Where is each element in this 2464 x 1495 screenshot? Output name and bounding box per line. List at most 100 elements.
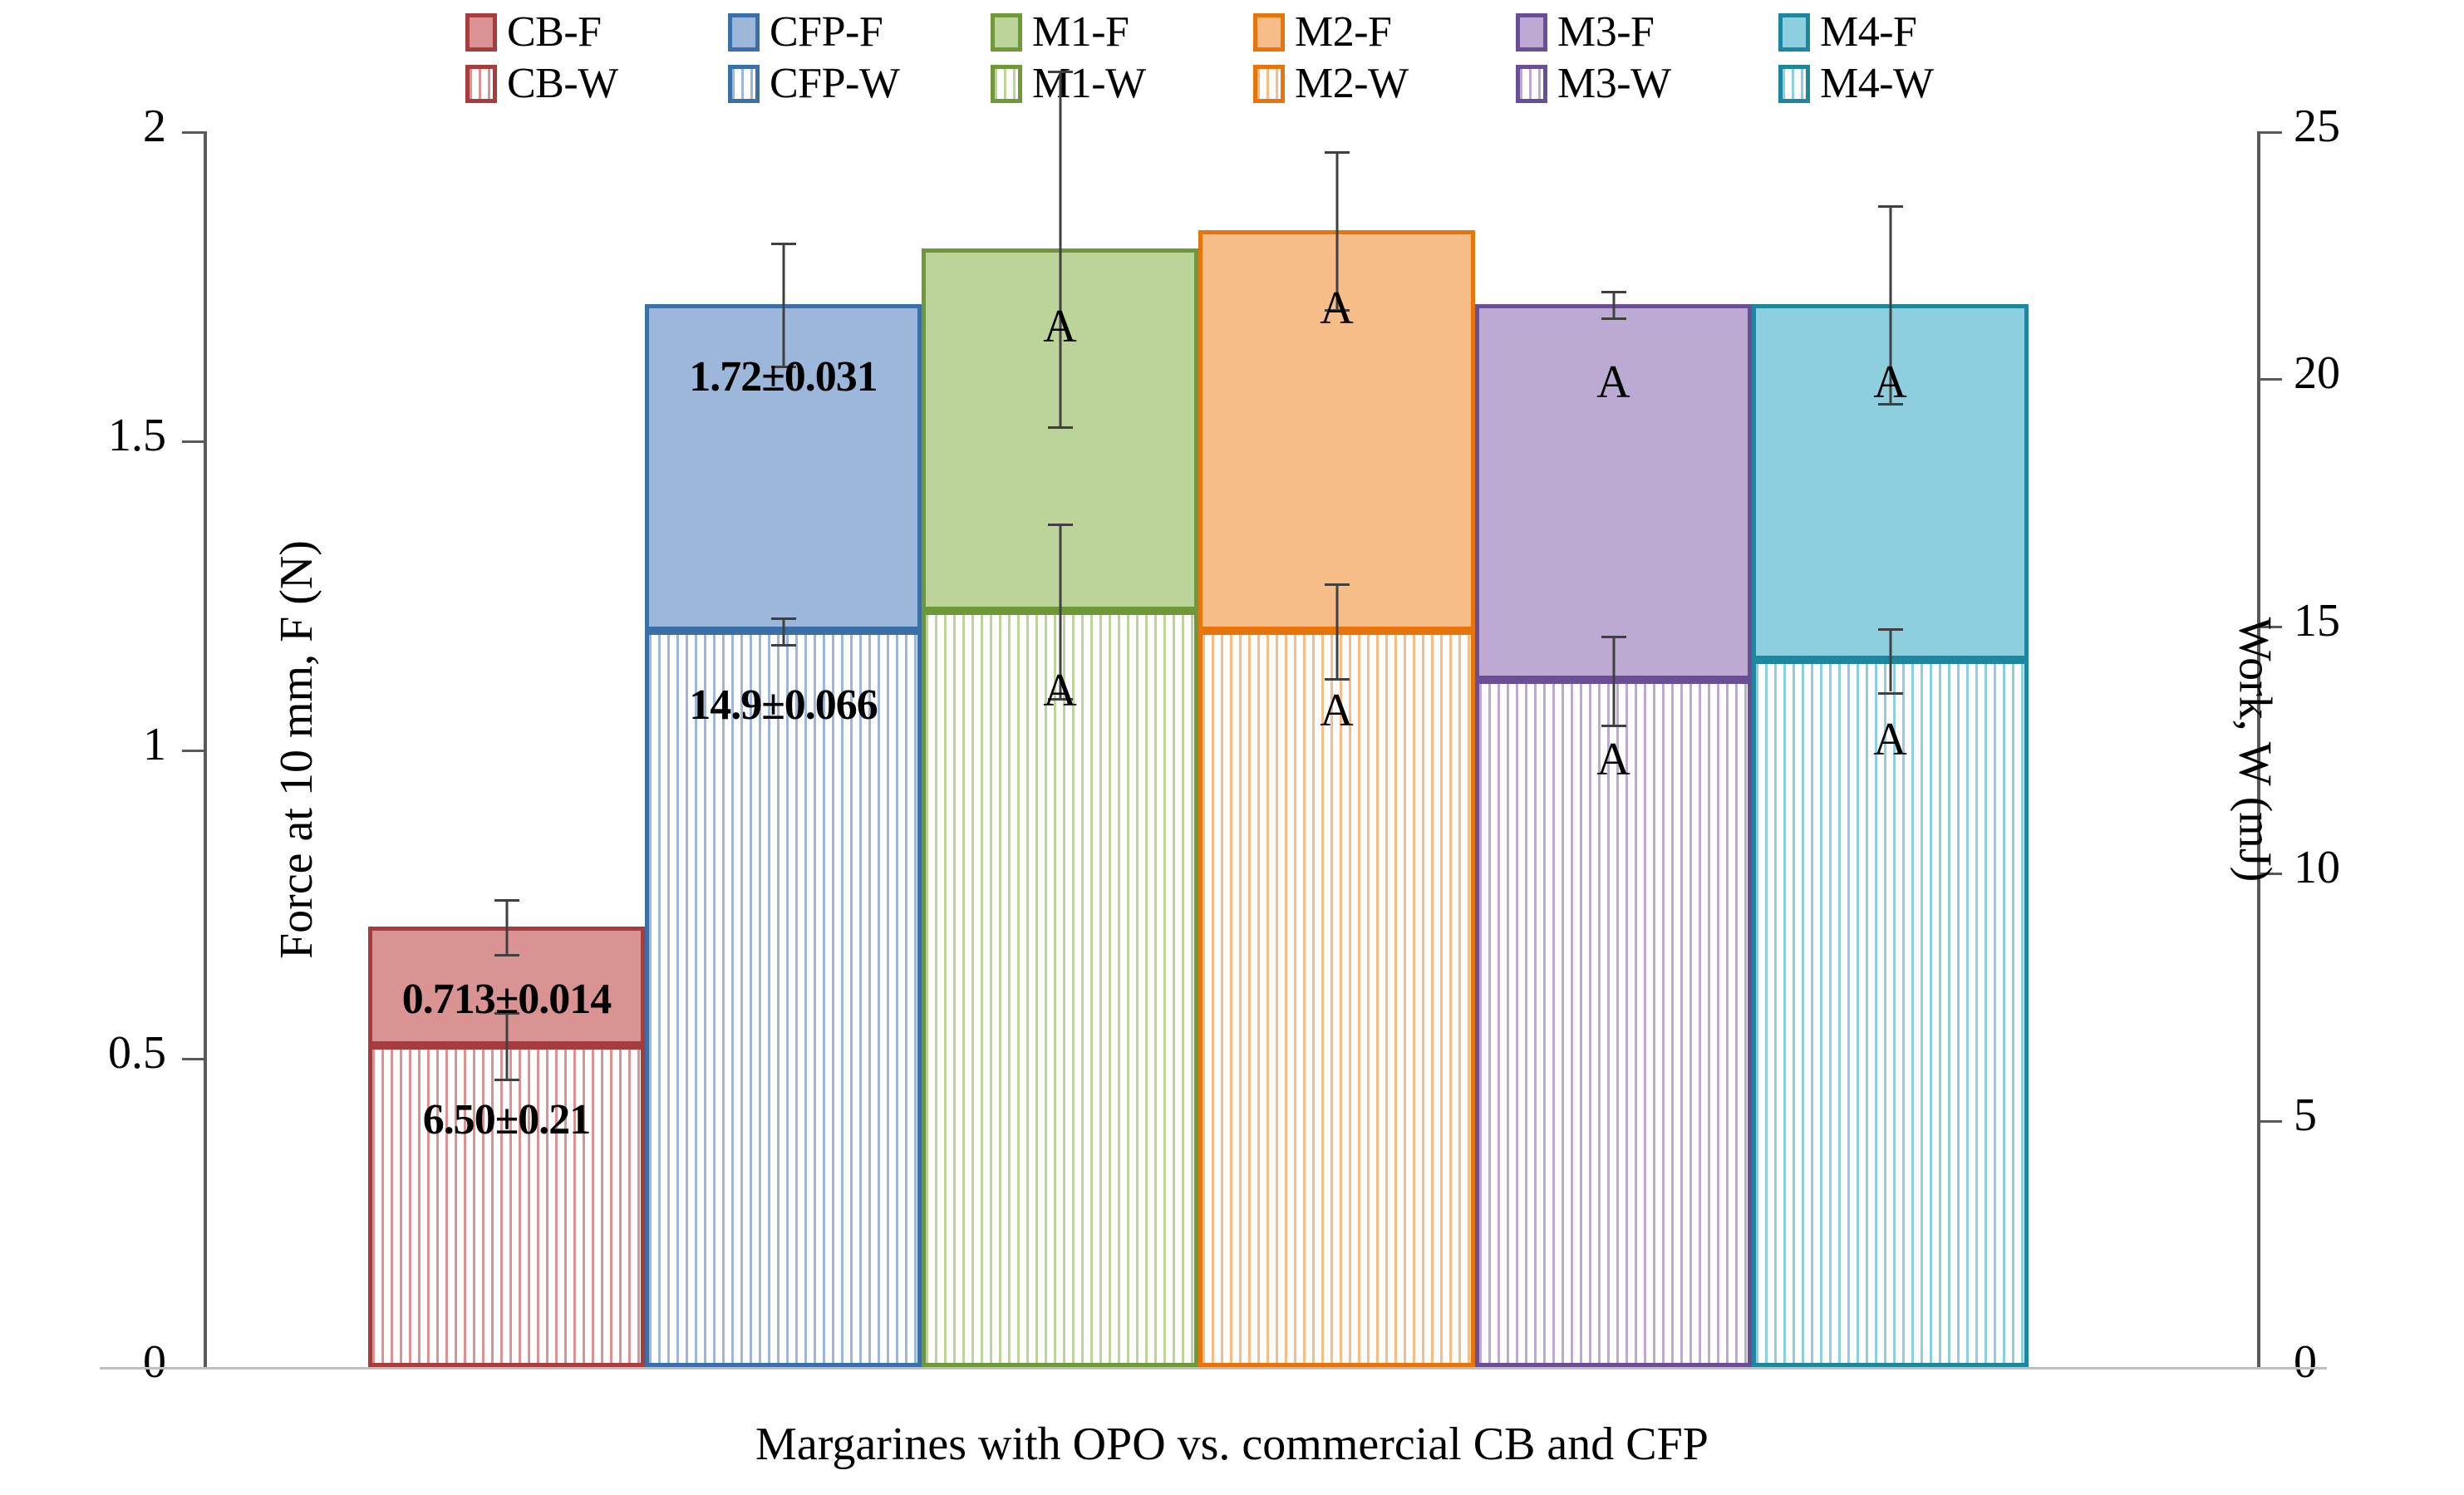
left-axis-tick-label: 1.5 bbox=[108, 409, 166, 461]
legend-item-label: M1-F bbox=[1032, 8, 1129, 56]
legend-swatch-icon bbox=[991, 13, 1022, 52]
legend-item-label: M3-F bbox=[1557, 8, 1655, 56]
left-axis-line bbox=[204, 131, 207, 1367]
legend-swatch-icon bbox=[1516, 13, 1547, 52]
legend-item-cfp-f[interactable]: CFP-F bbox=[728, 11, 991, 54]
error-bar-cap bbox=[494, 898, 519, 902]
bar-cb-w[interactable] bbox=[368, 1045, 645, 1367]
bar-m3-f[interactable] bbox=[1475, 304, 1752, 681]
legend-swatch-icon bbox=[1516, 65, 1547, 103]
legend-item-label: M1-W bbox=[1032, 60, 1146, 107]
left-axis-tick-label: 1 bbox=[143, 718, 166, 770]
bar-m2-w[interactable] bbox=[1198, 630, 1475, 1367]
bar-cfp-w[interactable] bbox=[645, 630, 922, 1367]
error-bar-cap bbox=[770, 617, 796, 620]
significance-label-m4-f: A bbox=[1873, 357, 1907, 409]
legend-swatch-icon bbox=[465, 65, 497, 103]
x-axis-title: Margarines with OPO vs. commercial CB an… bbox=[755, 1419, 1709, 1470]
error-bar bbox=[782, 243, 784, 366]
legend-swatch-icon bbox=[1778, 65, 1810, 103]
chart-legend: CB-F CFP-F M1-F M2-F M3-F M4-F CB-W CFP-W M1-W M… bbox=[465, 7, 2044, 110]
legend-item-m3-w[interactable]: M3-W bbox=[1516, 62, 1778, 106]
bar-value-label-cb-f: 0.713±0.014 bbox=[401, 975, 612, 1023]
legend-item-m1-f[interactable]: M1-F bbox=[991, 11, 1253, 54]
legend-swatch-icon bbox=[465, 13, 497, 52]
error-bar-cap bbox=[770, 643, 796, 647]
error-bar-cap bbox=[770, 243, 796, 246]
legend-item-m2-w[interactable]: M2-W bbox=[1253, 62, 1516, 106]
error-bar-cap bbox=[1324, 583, 1350, 586]
error-bar-cap bbox=[1601, 724, 1626, 727]
legend-item-m2-f[interactable]: M2-F bbox=[1253, 11, 1516, 54]
error-bar-cap bbox=[1324, 150, 1350, 154]
error-bar-cap bbox=[1601, 317, 1626, 321]
right-axis-tick bbox=[2260, 131, 2282, 134]
significance-label-m1-w: A bbox=[1043, 664, 1077, 716]
significance-label-m3-w: A bbox=[1596, 734, 1630, 786]
legend-item-cfp-w[interactable]: CFP-W bbox=[728, 62, 991, 106]
significance-label-m2-w: A bbox=[1320, 684, 1354, 736]
error-bar-cap bbox=[1877, 691, 1903, 695]
bar-value-label-cfp-w: 14.9±0.066 bbox=[689, 681, 878, 729]
legend-swatch-icon bbox=[728, 65, 760, 103]
error-bar-cap bbox=[1324, 309, 1350, 312]
error-bar bbox=[782, 617, 784, 644]
legend-swatch-icon bbox=[728, 13, 760, 52]
left-axis-tick bbox=[182, 1058, 204, 1061]
right-axis-tick-label: 5 bbox=[2294, 1089, 2317, 1141]
legend-item-label: M4-W bbox=[1820, 60, 1934, 107]
error-bar-cap bbox=[494, 1012, 519, 1016]
bar-m4-w[interactable] bbox=[1752, 660, 2029, 1367]
right-axis-tick-label: 10 bbox=[2294, 842, 2340, 894]
right-axis-tick-label: 25 bbox=[2294, 101, 2340, 152]
legend-item-m4-f[interactable]: M4-F bbox=[1778, 11, 2041, 54]
error-bar bbox=[1335, 150, 1338, 310]
error-bar-cap bbox=[1877, 628, 1903, 632]
right-axis-title: Work, W (mJ) bbox=[2228, 617, 2280, 882]
right-axis-tick-label: 15 bbox=[2294, 594, 2340, 647]
error-bar bbox=[1612, 635, 1615, 725]
error-bar bbox=[1889, 628, 1891, 692]
right-axis-tick bbox=[2260, 873, 2282, 876]
right-axis-tick bbox=[2260, 378, 2282, 381]
legend-item-cb-w[interactable]: CB-W bbox=[465, 62, 728, 106]
error-bar bbox=[1059, 524, 1061, 698]
right-axis-tick bbox=[2260, 625, 2282, 628]
legend-item-label: CFP-W bbox=[770, 60, 900, 107]
legend-item-label: M2-F bbox=[1295, 8, 1392, 56]
right-axis-tick-label: 0 bbox=[2294, 1336, 2317, 1388]
significance-label-m4-w: A bbox=[1873, 714, 1907, 766]
error-bar-cap bbox=[770, 365, 796, 368]
legend-item-cb-f[interactable]: CB-F bbox=[465, 11, 728, 54]
legend-item-m1-w[interactable]: M1-W bbox=[991, 62, 1253, 106]
legend-swatch-icon bbox=[1253, 13, 1285, 52]
error-bar-cap bbox=[1877, 205, 1903, 209]
left-axis-tick bbox=[182, 131, 204, 134]
legend-swatch-icon bbox=[1253, 65, 1285, 103]
error-bar-cap bbox=[1877, 403, 1903, 406]
bar-m1-w[interactable] bbox=[922, 610, 1198, 1367]
error-bar-cap bbox=[1047, 524, 1073, 527]
error-bar bbox=[1059, 71, 1061, 427]
right-axis-line bbox=[2257, 131, 2260, 1367]
error-bar-cap bbox=[1047, 71, 1073, 74]
left-axis-tick-label: 0 bbox=[143, 1336, 166, 1388]
error-bar bbox=[505, 898, 508, 955]
error-bar-cap bbox=[1047, 426, 1073, 430]
significance-label-m2-f: A bbox=[1320, 282, 1354, 334]
legend-item-m4-w[interactable]: M4-W bbox=[1778, 62, 2041, 106]
legend-item-label: CFP-F bbox=[770, 8, 883, 56]
right-axis-tick-label: 20 bbox=[2294, 347, 2340, 400]
legend-item-label: M3-W bbox=[1557, 60, 1671, 107]
error-bar bbox=[1335, 583, 1338, 678]
error-bar bbox=[1612, 291, 1615, 318]
legend-item-label: CB-F bbox=[507, 8, 602, 56]
error-bar bbox=[505, 1012, 508, 1079]
legend-item-m3-f[interactable]: M3-F bbox=[1516, 11, 1778, 54]
